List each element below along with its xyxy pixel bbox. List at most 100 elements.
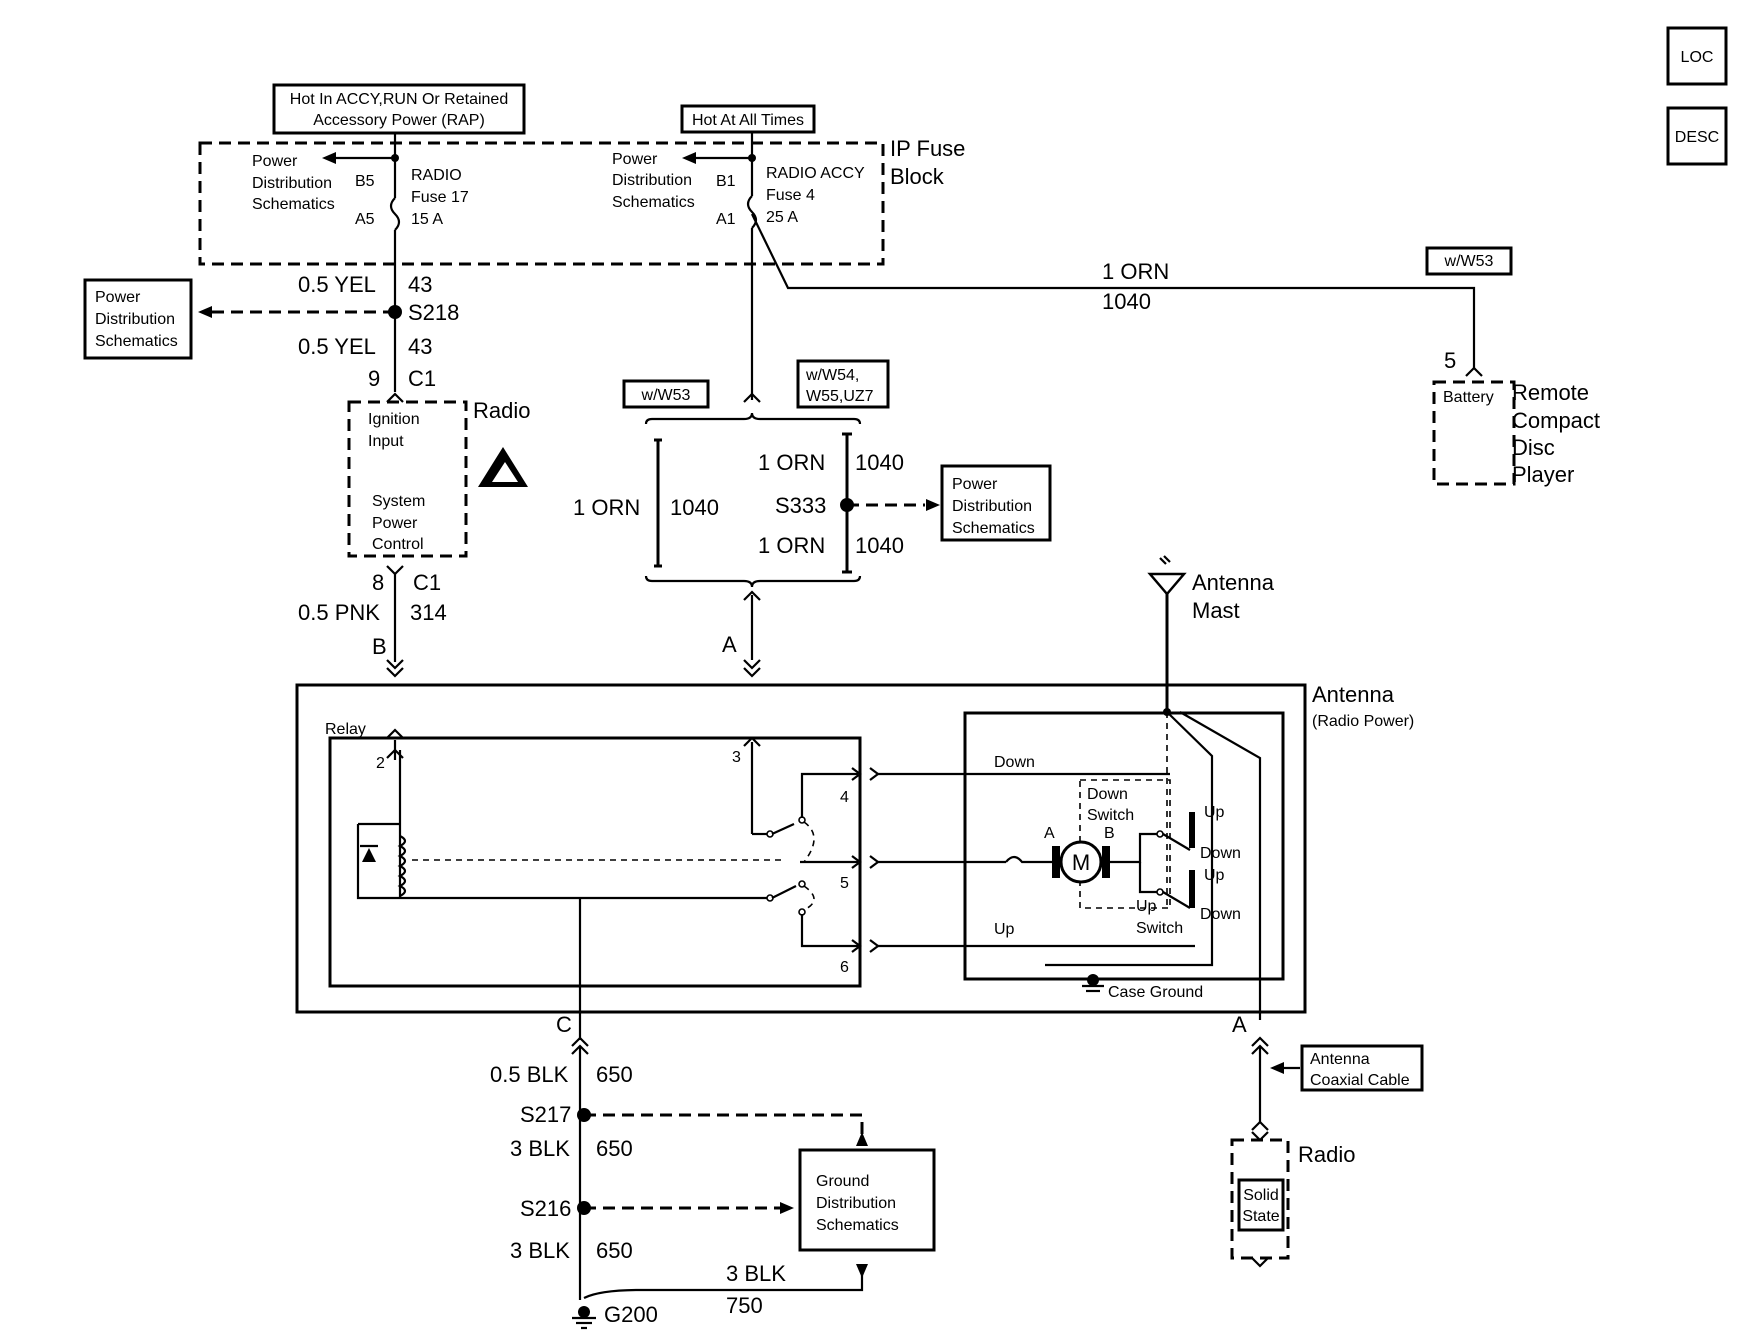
left-power-distribution-box: Power Distribution Schematics [83, 278, 193, 360]
desc-button[interactable]: DESC [1666, 106, 1728, 166]
fuse-17: Power Distribution Schematics B5 A5 RADI… [252, 133, 469, 310]
splice-s218-label: S218 [408, 300, 459, 325]
s333-pd-line3: Schematics [952, 520, 1035, 537]
ip-fuse-label-1: IP Fuse [890, 136, 965, 161]
relay-pin3: 3 [732, 749, 741, 766]
conn-c-label: C [556, 1012, 572, 1037]
fuse4-pd-line3: Schematics [612, 194, 695, 211]
conn-a-label: A [722, 632, 737, 657]
fuse4-pin-in: B1 [716, 173, 736, 190]
yel-b-label: 0.5 YEL [298, 334, 376, 359]
hot-accy-box: Hot In ACCY,RUN Or Retained Accessory Po… [272, 83, 526, 135]
esd-warning-icon [478, 447, 528, 487]
ss-line1: Solid [1243, 1187, 1279, 1204]
radio-ign-line1: Ignition [368, 411, 420, 428]
g200-ground-icon [572, 1306, 596, 1330]
fuse4-number: Fuse 4 [766, 187, 815, 204]
blk4-label: 3 BLK [726, 1261, 786, 1286]
fuse17-number: Fuse 17 [411, 189, 469, 206]
loc-label: LOC [1681, 49, 1714, 66]
ww54-line1: w/W54, [805, 367, 859, 384]
orn-r1-circuit: 1040 [855, 450, 904, 475]
radio-spc-line1: System [372, 493, 425, 510]
ww54-box: w/W54, W55,UZ7 [796, 359, 890, 409]
orn-top-circuit: 1040 [1102, 289, 1151, 314]
fuse4-pd-line1: Power [612, 151, 658, 168]
antenna-module-outline [295, 683, 1307, 1014]
orn-top-label: 1 ORN [1102, 259, 1169, 284]
radio-pin-bot: 8 [372, 570, 384, 595]
hot-accy-line1: Hot In ACCY,RUN Or Retained [290, 91, 508, 108]
radio-conn-bot: C1 [413, 570, 441, 595]
hot-all-times-box: Hot At All Times [680, 104, 816, 134]
antenna-mast-icon [1147, 555, 1187, 712]
orn-left-label: 1 ORN [573, 495, 640, 520]
antenna-mast-line2: Mast [1192, 598, 1240, 623]
radio-spc-line2: Power [372, 515, 418, 532]
fuse4-name: RADIO ACCY [766, 165, 865, 182]
coax-conn-a: A [1232, 1012, 1247, 1037]
hot-all-times-label: Hot At All Times [692, 112, 804, 129]
up-switch-line1: Up [1136, 898, 1157, 915]
gd-line3: Schematics [816, 1217, 899, 1234]
case-ground-label: Case Ground [1108, 984, 1203, 1001]
left-pd-line1: Power [95, 289, 141, 306]
s333-pd-line2: Distribution [952, 498, 1032, 515]
coax-line2: Coaxial Cable [1310, 1072, 1410, 1089]
fuse-4-symbol [746, 195, 758, 229]
sw-up1: Up [1204, 804, 1225, 821]
solid-state-box: Solid State [1237, 1178, 1285, 1232]
ip-fuse-label-2: Block [890, 164, 945, 189]
down-switch-line2: Switch [1087, 807, 1134, 824]
fuse17-amps: 15 A [411, 211, 443, 228]
s216-label: S216 [520, 1196, 571, 1221]
coax-line1: Antenna [1310, 1051, 1370, 1068]
s333-pd-line1: Power [952, 476, 998, 493]
motor-box [963, 711, 1285, 981]
radio-conn-top: C1 [408, 366, 436, 391]
yel-b-circuit: 43 [408, 334, 432, 359]
blk3-label: 3 BLK [510, 1238, 570, 1263]
orn-r2-circuit: 1040 [855, 533, 904, 558]
motor-a-label: A [1044, 825, 1055, 842]
coax-label-box: Antenna Coaxial Cable [1300, 1044, 1424, 1092]
orn-left-circuit: 1040 [670, 495, 719, 520]
cd-battery-label: Battery [1443, 389, 1494, 406]
gd-line1: Ground [816, 1173, 869, 1190]
ww53-mid-box: w/W53 [622, 379, 710, 409]
hot-accy-line2: Accessory Power (RAP) [313, 112, 485, 129]
left-pd-line2: Distribution [95, 311, 175, 328]
fuse17-pd-line3: Schematics [252, 196, 335, 213]
sw-up2: Up [1204, 867, 1225, 884]
cd-pin-label: 5 [1444, 348, 1456, 373]
cd-line1: Remote [1512, 380, 1589, 405]
sw-down1: Down [1200, 845, 1241, 862]
option-bracket-bottom [644, 575, 862, 588]
s217-label: S217 [520, 1102, 571, 1127]
coax-radio-label: Radio [1298, 1142, 1355, 1167]
fuse-17-symbol [389, 197, 401, 231]
blk2-circuit: 650 [596, 1136, 633, 1161]
gd-line2: Distribution [816, 1195, 896, 1212]
cd-line4: Player [1512, 462, 1574, 487]
down-switch-outline [1079, 779, 1171, 909]
desc-label: DESC [1675, 129, 1719, 146]
loc-button[interactable]: LOC [1666, 26, 1728, 86]
cd-line3: Disc [1512, 435, 1555, 460]
splice-s333-label: S333 [775, 493, 826, 518]
relay-pin5: 5 [840, 875, 849, 892]
radio-title: Radio [473, 398, 530, 423]
s333-power-distribution-box: Power Distribution Schematics [940, 464, 1052, 542]
yel-a-circuit: 43 [408, 272, 432, 297]
left-pd-line3: Schematics [95, 333, 178, 350]
ss-line2: State [1242, 1208, 1279, 1225]
relay-box [328, 736, 862, 988]
relay-pin6: 6 [840, 959, 849, 976]
ww54-line2: W55,UZ7 [806, 388, 874, 405]
radio-ign-line2: Input [368, 433, 404, 450]
antenna-title: Antenna [1312, 682, 1395, 707]
motor-label: M [1072, 850, 1090, 875]
down-label: Down [994, 754, 1035, 771]
conn-b-label: B [372, 634, 387, 659]
